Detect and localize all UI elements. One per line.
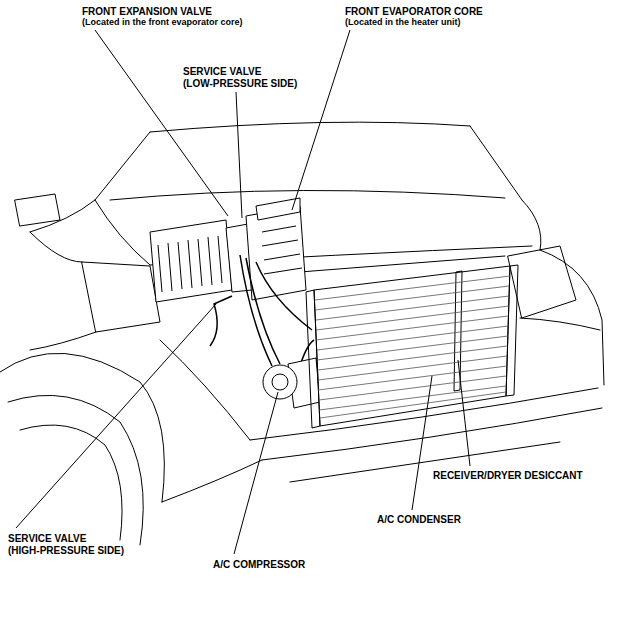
wheel bbox=[20, 425, 122, 540]
body-line bbox=[160, 340, 250, 440]
leader-line bbox=[234, 392, 278, 554]
fender bbox=[30, 232, 82, 262]
hood-edge bbox=[522, 200, 541, 250]
leader-line bbox=[458, 360, 470, 466]
heater-unit bbox=[150, 198, 306, 302]
leader-line bbox=[292, 30, 350, 210]
fender bbox=[540, 250, 604, 385]
liquid-line bbox=[256, 262, 312, 330]
leader-lines bbox=[16, 30, 470, 554]
compressor-pulley bbox=[263, 365, 297, 399]
roof-edge bbox=[150, 122, 470, 132]
tire bbox=[8, 395, 143, 545]
leader-line bbox=[16, 304, 216, 528]
receiver-dryer bbox=[454, 271, 462, 391]
part-label: FRONT EXPANSION VALVE bbox=[82, 6, 212, 17]
evaporator-top bbox=[256, 198, 300, 220]
condenser-tank bbox=[506, 265, 518, 396]
leader-line bbox=[236, 92, 242, 218]
part-label: A/C CONDENSER bbox=[377, 514, 461, 525]
car-body bbox=[0, 122, 604, 545]
condenser-tank bbox=[306, 290, 320, 428]
a-pillar bbox=[95, 132, 150, 200]
body-line bbox=[520, 318, 600, 330]
part-label: (Located in the heater unit) bbox=[345, 18, 461, 28]
compressor-clutch bbox=[272, 374, 288, 390]
pipe bbox=[210, 296, 232, 346]
condenser bbox=[306, 265, 518, 428]
part-label: FRONT EVAPORATOR CORE bbox=[345, 6, 483, 17]
wheel-arch bbox=[0, 353, 164, 502]
grille-edge bbox=[300, 256, 505, 272]
bumper-line bbox=[162, 460, 262, 502]
refrigerant-lines bbox=[210, 255, 314, 372]
part-label: SERVICE VALVE bbox=[183, 66, 261, 77]
part-label: (LOW-PRESSURE SIDE) bbox=[183, 78, 297, 89]
body-line bbox=[30, 332, 96, 350]
case-ribs bbox=[262, 226, 302, 274]
hood-edge bbox=[95, 200, 150, 265]
condenser-fins bbox=[315, 276, 510, 418]
headlight bbox=[508, 246, 576, 318]
case-ribs bbox=[158, 236, 222, 292]
a-pillar bbox=[470, 126, 522, 200]
headlight bbox=[82, 262, 160, 332]
fender bbox=[30, 200, 95, 232]
condenser-core bbox=[314, 266, 510, 426]
cowl-line bbox=[110, 190, 505, 200]
blower-case bbox=[150, 220, 232, 302]
evaporator-case bbox=[246, 206, 306, 300]
bumper-line bbox=[262, 408, 602, 460]
part-label: SERVICE VALVE bbox=[8, 533, 86, 544]
leader-line bbox=[95, 30, 228, 216]
part-label: (Located in the front evaporator core) bbox=[82, 18, 243, 28]
leader-line bbox=[412, 376, 432, 510]
suction-hose bbox=[246, 258, 280, 364]
part-label: (HIGH-PRESSURE SIDE) bbox=[8, 545, 124, 556]
compressor bbox=[263, 358, 320, 408]
part-label: RECEIVER/DRYER DESICCANT bbox=[433, 470, 583, 481]
mirror bbox=[15, 194, 60, 226]
suction-hose bbox=[240, 255, 272, 366]
part-label: A/C COMPRESSOR bbox=[213, 559, 305, 570]
